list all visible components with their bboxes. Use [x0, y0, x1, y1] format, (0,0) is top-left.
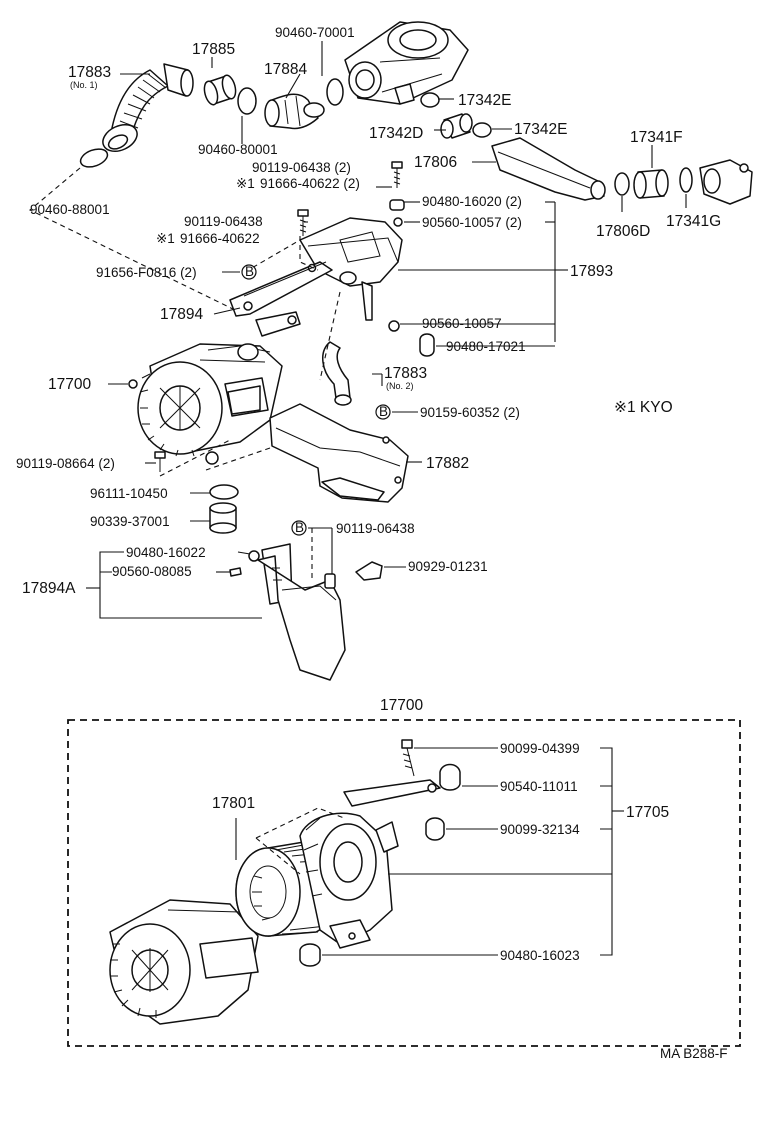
labels: 17883 (No. 1) 17885 90460-70001 17884 17… [16, 25, 728, 1061]
label-17894: 17894 [160, 306, 203, 323]
hose-17884-drawing [264, 93, 325, 130]
grommet-90480-16022-drawing [248, 550, 260, 562]
label-90480-16023: 90480-16023 [500, 948, 580, 963]
label-90099-32134: 90099-32134 [500, 822, 580, 837]
label-90159-60352: 90159-60352 (2) [420, 405, 520, 420]
mark-a: ※1 [236, 176, 255, 191]
label-90099-04399: 90099-04399 [500, 741, 580, 756]
clip-90929-01231-drawing [355, 561, 383, 581]
hose-90339-37001-drawing [209, 502, 237, 534]
label-90119-06438-c: 90119-06438 [336, 521, 415, 536]
mark-b: ※1 [156, 231, 175, 246]
label-90339-37001: 90339-37001 [90, 514, 170, 529]
label-17341G: 17341G [666, 213, 721, 230]
bolt-90119-06438-b-drawing [297, 209, 309, 236]
label-17342D: 17342D [369, 125, 423, 142]
bracket-17894-drawing [229, 261, 333, 317]
label-90929-01231: 90929-01231 [408, 559, 488, 574]
label-17883-no1: 17883 [68, 64, 111, 81]
hose-17885-drawing [203, 74, 237, 106]
label-17700-top: 17700 [48, 376, 91, 393]
label-17884: 17884 [264, 61, 307, 78]
label-90460-88001: 90460-88001 [30, 202, 110, 217]
circle-b3-text: B [295, 520, 304, 535]
label-17705: 17705 [626, 804, 669, 821]
grommet-90540-11011-drawing [439, 763, 461, 791]
grommet-90480-17021-drawing [419, 333, 435, 357]
pipe-17806-drawing [491, 137, 606, 201]
label-90560-08085: 90560-08085 [112, 564, 192, 579]
hose-17883-no2-drawing [322, 341, 352, 406]
assembly-17700-frame [67, 719, 741, 1047]
clamp-90460-88001-drawing [79, 148, 109, 168]
leader-lines-lower [235, 747, 624, 956]
clamp-17342E-b-drawing [472, 122, 492, 138]
circle-b1-text: B [245, 264, 254, 279]
clamp-90460-80001-drawing [237, 87, 257, 115]
bolt-90099-04399-drawing [401, 739, 415, 777]
clamp-90460-70001-drawing [326, 78, 344, 106]
clamp-17341G-drawing [679, 167, 693, 193]
label-17801: 17801 [212, 795, 255, 812]
label-90560-10057: 90560-10057 [422, 316, 502, 331]
label-96111-10450: 96111-10450 [90, 486, 168, 501]
duct-17882-drawing [269, 403, 409, 503]
hose-17341F-drawing [633, 169, 669, 199]
case-17705-drawing [299, 779, 441, 949]
label-17342E-a: 17342E [458, 92, 511, 109]
grommet-90099-32134-drawing [425, 817, 445, 841]
collar-90560-08085-drawing [229, 567, 242, 577]
label-17806: 17806 [414, 154, 457, 171]
clamp-17342E-a-drawing [420, 92, 440, 108]
label-17883-no2: 17883 [384, 365, 427, 382]
label-90480-16020: 90480-16020 (2) [422, 194, 522, 209]
label-17883-no2-sub: (No. 2) [386, 381, 414, 391]
hose-17342D-drawing [440, 113, 473, 139]
label-90540-11011: 90540-11011 [500, 779, 578, 794]
hose-17883-no1-drawing [102, 63, 194, 153]
collar-90560-10057-drawing [393, 217, 403, 227]
throttle-body-drawing [699, 159, 753, 205]
grommet-90480-16023-drawing [299, 943, 321, 967]
collar-90560-10057-b-drawing [388, 320, 400, 332]
air-cleaner-17700-drawing [128, 311, 301, 465]
label-90480-16022: 90480-16022 [126, 545, 206, 560]
cap-17700-drawing [109, 899, 259, 1025]
label-90119-06438-2: 90119-06438 (2) [252, 160, 351, 175]
label-90119-08664: 90119-08664 (2) [16, 456, 115, 471]
label-90119-06438-b: 90119-06438 [184, 214, 263, 229]
clamp-17806D-drawing [614, 172, 630, 196]
resonator-top-drawing [344, 21, 469, 105]
label-90460-70001: 90460-70001 [275, 25, 355, 40]
leader-lines-upper [28, 41, 687, 619]
bolt-90119-08664-drawing [154, 451, 166, 472]
label-17700-box: 17700 [380, 697, 423, 714]
label-17893: 17893 [570, 263, 613, 280]
grommet-90480-16020-drawing [389, 199, 405, 211]
label-17341F: 17341F [630, 129, 683, 146]
label-91666-40622-2: 91666-40622 (2) [260, 176, 360, 191]
label-90480-17021: 90480-17021 [446, 339, 526, 354]
label-17894A: 17894A [22, 580, 76, 597]
label-17806D: 17806D [596, 223, 650, 240]
label-91656-F0816: 91656-F0816 (2) [96, 265, 197, 280]
diagram-code: MA B288-F [660, 1046, 728, 1061]
circle-b2-text: B [379, 404, 388, 419]
label-17883-no1-sub: (No. 1) [70, 80, 98, 90]
bracket-17894A-drawing [257, 543, 346, 681]
bolt-90119-06438-drawing [391, 161, 403, 188]
label-17885: 17885 [192, 41, 235, 58]
label-91666-40622-b: 91666-40622 [180, 231, 260, 246]
clamp-96111-10450-drawing [209, 484, 239, 500]
label-90560-10057-2: 90560-10057 (2) [422, 215, 522, 230]
label-90460-80001: 90460-80001 [198, 142, 278, 157]
kyo-note: ※1 KYO [614, 399, 673, 416]
label-17882: 17882 [426, 455, 469, 472]
label-17342E-b: 17342E [514, 121, 567, 138]
